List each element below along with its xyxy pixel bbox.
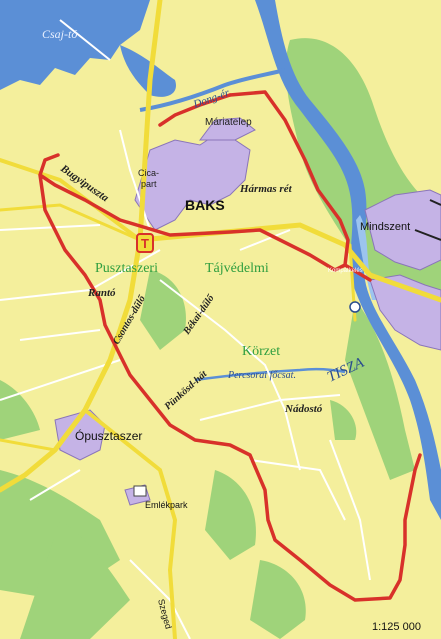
- label-opusztaszer: Ópusztaszer: [75, 428, 142, 443]
- map-scale: 1:125 000: [372, 621, 421, 633]
- label-ferry: Kompátkelés: [328, 268, 363, 274]
- label-cicapart: Cica-: [138, 168, 159, 178]
- label-korzet: Körzet: [242, 344, 280, 359]
- settlements: [54, 117, 441, 506]
- label-csaj-to: Csaj-tó: [42, 27, 77, 41]
- river-tisza: [255, 0, 441, 520]
- anchor-icon: [349, 301, 361, 313]
- railway: [414, 199, 441, 241]
- info-badge-icon: T: [141, 236, 149, 251]
- label-mariatelep: Máriatelep: [205, 117, 252, 128]
- tour-route[interactable]: [38, 90, 422, 602]
- label-baks: BAKS: [185, 197, 225, 213]
- monument-icon[interactable]: [133, 485, 147, 497]
- label-ranto: Rantó: [87, 287, 116, 299]
- label-tajvedelmi: Tájvédelmi: [205, 261, 269, 276]
- river-side-channel: [356, 215, 378, 300]
- label-harmas-ret: Hármas rét: [239, 183, 293, 195]
- label-mindszent: Mindszent: [360, 221, 410, 233]
- label-emlekpark: Emlékpark: [145, 500, 188, 510]
- label-cicapart-2: part: [141, 179, 157, 189]
- tour-route-north[interactable]: [158, 93, 232, 127]
- canal-percsorai: [194, 367, 346, 382]
- lake-csaj-to: [0, 0, 150, 90]
- label-pusztaszeri: Pusztaszeri: [95, 261, 158, 276]
- minor-roads: [0, 19, 371, 639]
- canal-dong-er: [139, 68, 286, 112]
- label-nadosto: Nádostó: [284, 403, 323, 415]
- marsh-water: [120, 45, 176, 97]
- label-percsorai-focsat: Percsorai főcsat.: [227, 370, 296, 381]
- info-badge-box[interactable]: [136, 233, 154, 253]
